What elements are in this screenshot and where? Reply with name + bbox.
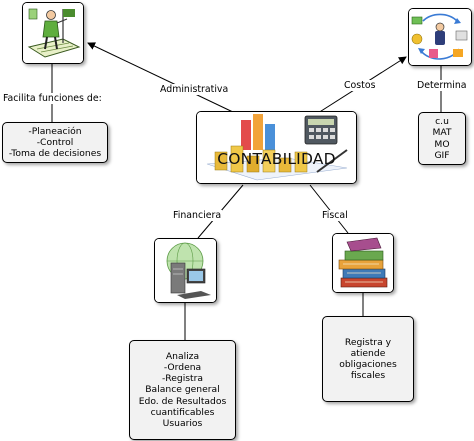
list-item: fiscales xyxy=(350,370,386,382)
costos-list-box[interactable]: c.u MAT MO GIF xyxy=(418,112,466,165)
fiscal-list-box[interactable]: Registra y atiende obligaciones fiscales xyxy=(322,316,414,402)
fiscal-image-node[interactable] xyxy=(332,233,394,293)
central-title: CONTABILIDAD xyxy=(217,150,336,168)
costos-image-node[interactable] xyxy=(408,8,472,66)
cost-flow-icon xyxy=(409,9,471,65)
contabilidad-central-node[interactable]: CONTABILIDAD xyxy=(196,111,357,184)
list-item: Registra y xyxy=(344,336,392,348)
list-item: Usuarios xyxy=(162,418,203,429)
list-item: -Registra xyxy=(161,373,204,385)
list-item: MO xyxy=(434,138,450,150)
list-item: -Planeación xyxy=(28,125,82,137)
link-fiscal xyxy=(309,184,349,234)
computer-server-icon xyxy=(155,239,216,302)
accounting-coins-icon xyxy=(197,112,356,183)
administrativa-image-node[interactable] xyxy=(22,2,84,64)
list-item: GIF xyxy=(434,149,450,161)
stack-of-books-icon xyxy=(333,234,393,292)
list-item: MAT xyxy=(432,127,452,139)
person-measuring-icon xyxy=(23,3,83,63)
list-item: Analiza xyxy=(165,350,200,362)
list-item: atiende xyxy=(350,347,386,359)
financiera-list-box[interactable]: Analiza -Ordena -Registra Balance genera… xyxy=(129,340,236,440)
label-financiera: Financiera xyxy=(172,210,223,221)
label-facilita: Facilita funciones de: xyxy=(2,93,103,104)
list-item: -Control xyxy=(36,136,74,148)
label-determina: Determina xyxy=(416,80,468,91)
list-item: Balance general xyxy=(145,384,220,396)
link-administrativa xyxy=(87,42,236,114)
label-administrativa: Administrativa xyxy=(159,84,230,95)
list-item: -Toma de decisiones xyxy=(8,148,102,160)
administrativa-list-box[interactable]: -Planeación -Control -Toma de decisiones xyxy=(2,122,108,163)
list-item: cuantificables xyxy=(150,406,215,418)
list-item: Edo. de Resultados xyxy=(138,395,227,407)
financiera-image-node[interactable] xyxy=(154,238,217,303)
label-costos: Costos xyxy=(343,80,377,91)
list-item: -Ordena xyxy=(163,361,202,373)
label-fiscal: Fiscal xyxy=(321,210,349,221)
list-item: obligaciones xyxy=(339,359,397,370)
list-item: c.u xyxy=(435,116,449,128)
